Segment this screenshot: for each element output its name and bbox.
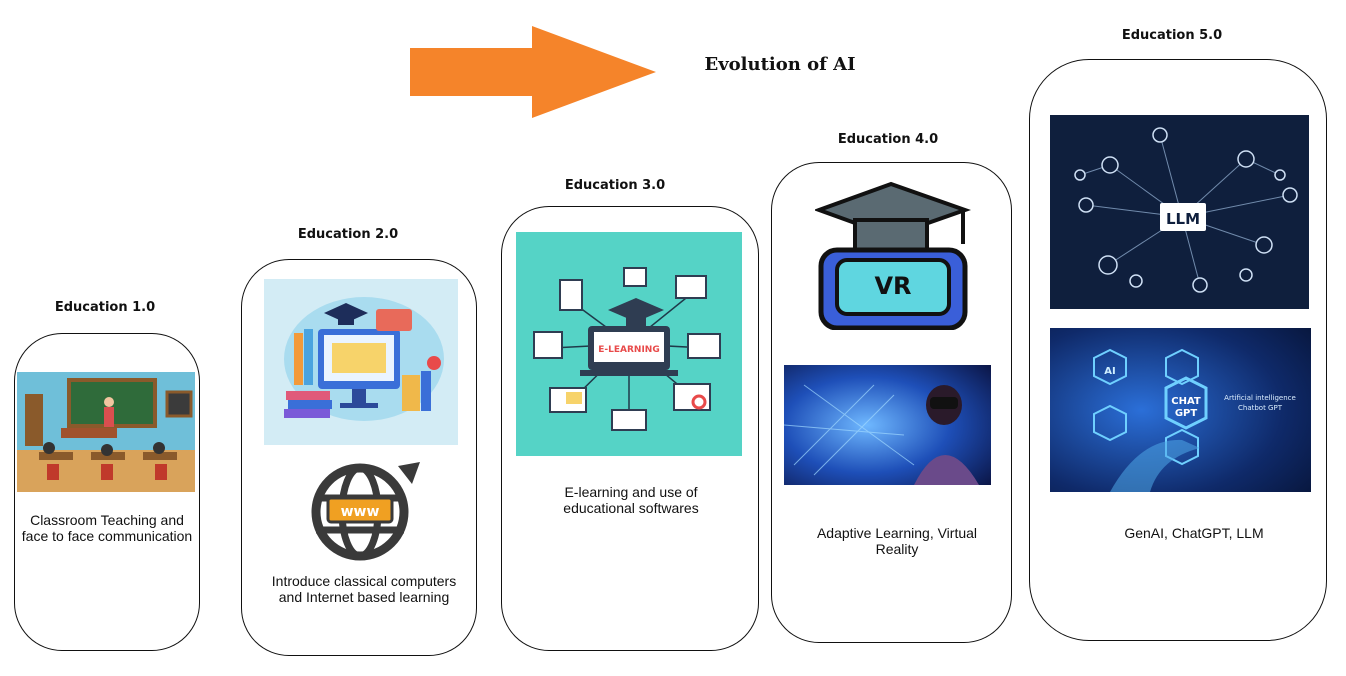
diagram-title: Evolution of AI — [704, 54, 856, 75]
computer-books-image — [264, 279, 458, 445]
virtual-reality-image — [784, 365, 991, 485]
stage-5-label: Education 5.0 — [1121, 28, 1223, 43]
chat-text: CHAT — [1171, 396, 1201, 407]
stage-1-description: Classroom Teaching and face to face comm… — [21, 512, 193, 544]
elearning-text: E-LEARNING — [598, 345, 659, 355]
www-text: www — [341, 504, 380, 520]
llm-text: LLM — [1166, 210, 1200, 228]
classroom-image — [17, 372, 195, 492]
stage-1-label: Education 1.0 — [54, 300, 156, 315]
stage-5-description: GenAI, ChatGPT, LLM — [1124, 525, 1264, 541]
www-globe-icon: www — [304, 458, 422, 562]
chatbot-caption-line1: Artificial intelligence — [1224, 394, 1296, 402]
elearning-image: E-LEARNING — [516, 232, 742, 456]
evolution-arrow — [410, 26, 656, 118]
stage-3-description: E-learning and use of educational softwa… — [563, 484, 699, 516]
vr-text: VR — [874, 272, 911, 300]
llm-network-image: LLM — [1050, 115, 1309, 309]
chatbot-caption-line2: Chatbot GPT — [1238, 404, 1283, 412]
stage-4-label: Education 4.0 — [837, 132, 939, 147]
vr-headset-icon: VR — [815, 180, 971, 330]
stage-4-description: Adaptive Learning, Virtual Reality — [816, 525, 978, 557]
chatgpt-image: AI CHAT GPT Artificial intelligence Chat… — [1050, 328, 1311, 492]
gpt-text: GPT — [1175, 408, 1198, 419]
stage-2-description: Introduce classical computers and Intern… — [271, 573, 457, 605]
ai-text: AI — [1104, 366, 1115, 377]
stage-2-label: Education 2.0 — [297, 227, 399, 242]
stage-3-label: Education 3.0 — [564, 178, 666, 193]
